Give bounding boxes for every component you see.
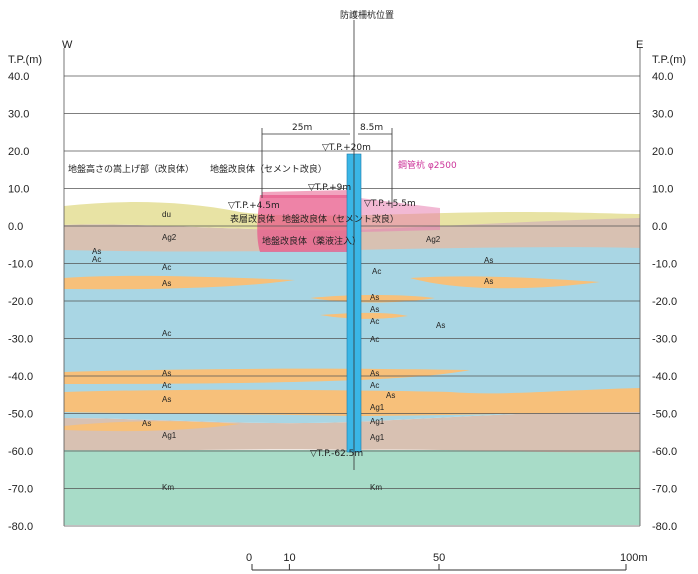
annot-right-elev: ▽T.P.+5.5m — [364, 199, 416, 209]
pile-position-title: 防護柵杭位置 — [340, 9, 394, 21]
elevation-tick-left: -50.0 — [8, 409, 33, 421]
label-ac-right: Ac — [372, 267, 381, 276]
elevation-tick-right: -20.0 — [652, 296, 677, 308]
elevation-tick-left: -80.0 — [8, 521, 33, 533]
elevation-tick-right: -10.0 — [652, 259, 677, 271]
label-as-pile2: As — [370, 305, 379, 314]
elevation-tick-right: -50.0 — [652, 409, 677, 421]
label-ac-mid: Ac — [162, 329, 171, 338]
elevation-tick-right: -70.0 — [652, 484, 677, 496]
elevation-tick-right: -40.0 — [652, 371, 677, 383]
elevation-tick-right: 20.0 — [652, 146, 673, 158]
annot-left-elev: ▽T.P.+4.5m — [228, 201, 280, 211]
elevation-tick-right: -30.0 — [652, 334, 677, 346]
scale-ticks: 0 10 50 100m — [246, 552, 648, 570]
strata-layers — [64, 190, 640, 525]
label-ac-left: Ac — [92, 255, 101, 264]
dim-secondary-label: 8.5m — [360, 123, 383, 133]
annot-improved-surface: 表層改良体 — [230, 213, 275, 225]
axis-unit-left: T.P.(m) — [8, 54, 42, 66]
annot-top-elev: ▽T.P.+20m — [322, 143, 371, 153]
label-as-far: As — [142, 419, 151, 428]
annot-mid-elev: ▽T.P.+9m — [308, 183, 351, 193]
elevation-tick-left: 10.0 — [8, 184, 29, 196]
label-as-pile3: As — [370, 369, 379, 378]
elevation-ticks-right: 40.0 30.0 20.0 10.0 0.0 -10.0 -20.0 -30.0 -40.0 -… — [652, 71, 677, 533]
embankment-top — [262, 190, 350, 198]
elevation-tick-left: -70.0 — [8, 484, 33, 496]
elevation-tick-right: 0.0 — [652, 221, 667, 233]
label-ac-pile: Ac — [370, 317, 379, 326]
label-ag1-left: Ag1 — [162, 431, 177, 440]
label-as-left: As — [92, 247, 101, 256]
steel-pile — [346, 20, 362, 470]
elevation-ticks-left: 40.0 30.0 20.0 10.0 0.0 -10.0 -20.0 -30.0 -40.0 -… — [8, 71, 33, 533]
elevation-tick-right: -60.0 — [652, 446, 677, 458]
west-label: W — [62, 39, 73, 51]
elevation-tick-left: -60.0 — [8, 446, 33, 458]
label-ac-small: Ac — [162, 263, 171, 272]
label-km-left: Km — [162, 483, 174, 492]
annot-improved-surface2: 地盤改良体（セメント改良） — [282, 213, 399, 225]
east-label: E — [636, 39, 643, 51]
label-as-right2: As — [484, 277, 493, 286]
axis-unit-right: T.P.(m) — [652, 54, 686, 66]
scale-label: 10 — [283, 552, 295, 564]
annot-improved-deep: 地盤改良体（薬液注入） — [262, 235, 361, 247]
elevation-tick-left: 40.0 — [8, 71, 29, 83]
annot-improved-cement: 地盤改良体（セメント改良） — [210, 163, 327, 175]
layer-as-lens-4 — [320, 312, 408, 319]
annot-pile-base: ▽T.P.-62.5m — [310, 449, 363, 459]
label-ac-right-deep: Ac — [370, 335, 379, 344]
elevation-tick-right: -80.0 — [652, 521, 677, 533]
elevation-tick-left: -30.0 — [8, 334, 33, 346]
dimension-markers — [261, 128, 393, 208]
elevation-tick-right: 30.0 — [652, 109, 673, 121]
elevation-tick-right: 10.0 — [652, 184, 673, 196]
layer-km — [64, 450, 640, 525]
scale-label: 0 — [246, 552, 252, 564]
label-ac-pile2: Ac — [370, 381, 379, 390]
label-ag2-right: Ag2 — [426, 235, 441, 244]
label-as-mid2: As — [162, 395, 171, 404]
elevation-tick-left: -40.0 — [8, 371, 33, 383]
annot-pile-dia: 鋼管杭 φ2500 — [398, 159, 457, 171]
label-as-right: As — [484, 256, 493, 265]
elevation-tick-left: 0.0 — [8, 221, 23, 233]
elevation-tick-left: 30.0 — [8, 109, 29, 121]
label-as-upper: As — [162, 279, 171, 288]
label-ac-mid2: Ac — [162, 381, 171, 390]
label-ag2-left: Ag2 — [162, 233, 177, 242]
layer-as-lens-1 — [64, 275, 295, 290]
improved-zone — [257, 195, 350, 252]
scale-label: 50 — [433, 552, 445, 564]
dim-main-label: 25m — [292, 123, 312, 133]
label-as-pile1: As — [370, 293, 379, 302]
label-du: du — [162, 210, 171, 219]
layer-as-lens-2 — [410, 276, 600, 289]
annot-embankment: 地盤高さの嵩上げ部（改良体） — [68, 163, 194, 175]
label-ag1-pile: Ag1 — [370, 403, 385, 412]
label-as-right3: As — [436, 321, 445, 330]
label-ag1-right: Ag1 — [370, 417, 385, 426]
elevation-tick-left: -20.0 — [8, 296, 33, 308]
scale-label: 100m — [620, 552, 648, 564]
elevation-tick-left: -10.0 — [8, 259, 33, 271]
label-km-right: Km — [370, 483, 382, 492]
layer-as-lens-7 — [64, 421, 240, 432]
label-ag1-pile2: Ag1 — [370, 433, 385, 442]
label-as-pile4: As — [386, 391, 395, 400]
scale-bar: 0 10 50 100m — [246, 552, 648, 571]
label-as-mid: As — [162, 369, 171, 378]
improved-zone-right — [360, 198, 440, 232]
elevation-tick-left: 20.0 — [8, 146, 29, 158]
elevation-tick-right: 40.0 — [652, 71, 673, 83]
